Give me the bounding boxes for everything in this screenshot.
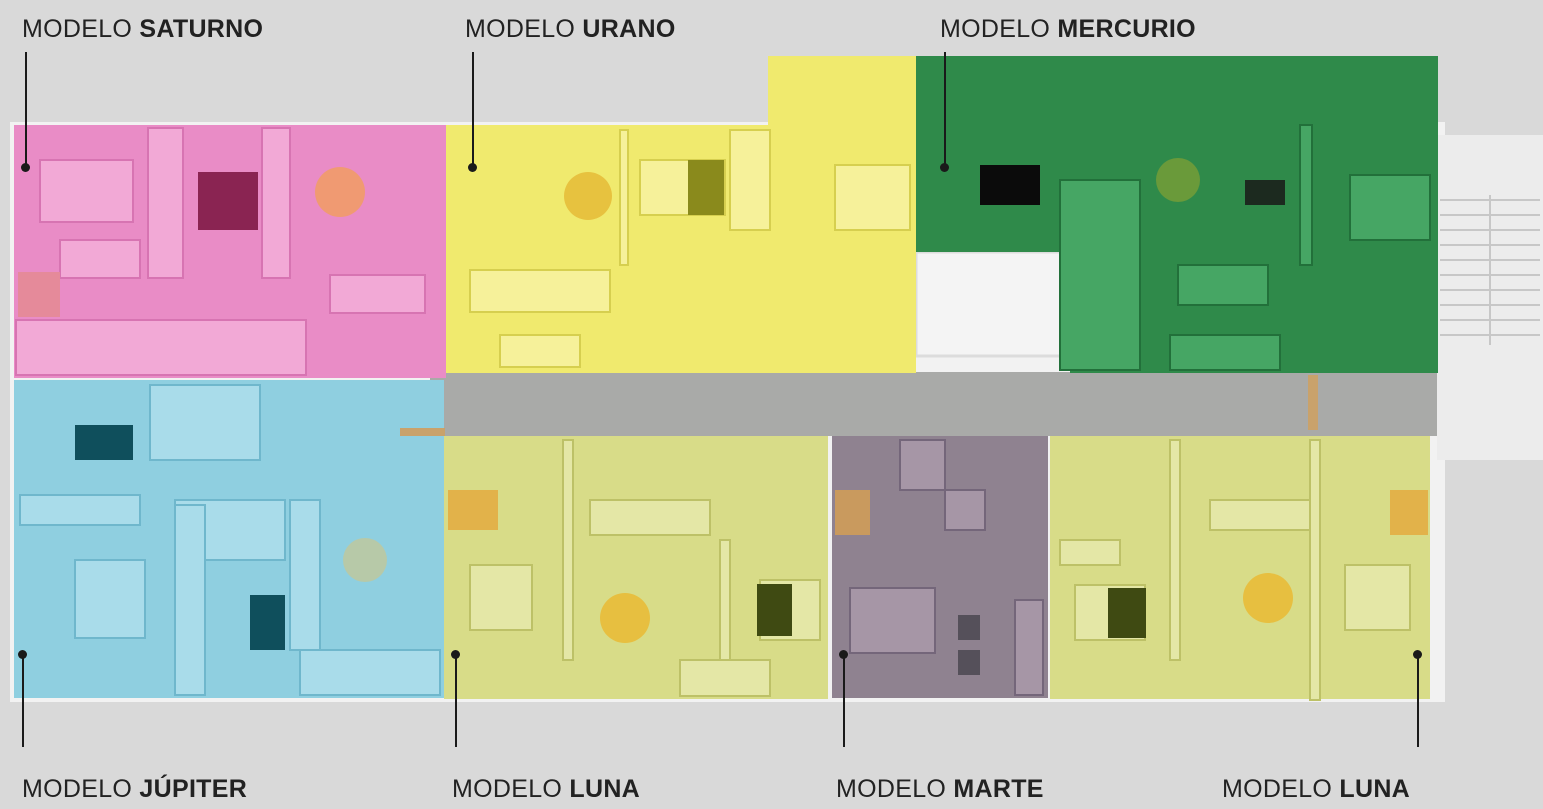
marker-marte <box>839 650 848 659</box>
marker-saturno <box>21 163 30 172</box>
label-marte: MODELO MARTE <box>836 775 1044 803</box>
leader-line-luna-1 <box>455 655 457 747</box>
corridor <box>430 372 1543 436</box>
unit-luna-1 <box>444 436 828 699</box>
marker-mercurio <box>940 163 949 172</box>
label-luna-2: MODELO LUNA <box>1222 775 1411 803</box>
unit-jupiter <box>14 380 444 698</box>
marker-jupiter <box>18 650 27 659</box>
label-urano: MODELO URANO <box>465 15 676 43</box>
unit-saturno <box>14 125 446 378</box>
unit-luna-2 <box>1050 436 1430 701</box>
marker-luna-2 <box>1413 650 1422 659</box>
label-jupiter: MODELO JÚPITER <box>22 775 248 803</box>
stairs <box>1440 195 1540 345</box>
leader-line-marte <box>843 655 845 747</box>
leader-line-saturno <box>25 52 27 167</box>
label-mercurio: MODELO MERCURIO <box>940 15 1196 43</box>
unit-mercurio <box>916 56 1438 373</box>
leader-line-mercurio <box>944 52 946 167</box>
label-saturno: MODELO SATURNO <box>22 15 264 43</box>
leader-line-luna-2 <box>1417 655 1419 747</box>
label-luna-1: MODELO LUNA <box>452 775 641 803</box>
unit-marte <box>832 436 1048 698</box>
marker-luna-1 <box>451 650 460 659</box>
unit-urano <box>446 56 918 373</box>
marker-urano <box>468 163 477 172</box>
leader-line-urano <box>472 52 474 167</box>
leader-line-jupiter <box>22 655 24 747</box>
neutral-room <box>914 250 1072 358</box>
